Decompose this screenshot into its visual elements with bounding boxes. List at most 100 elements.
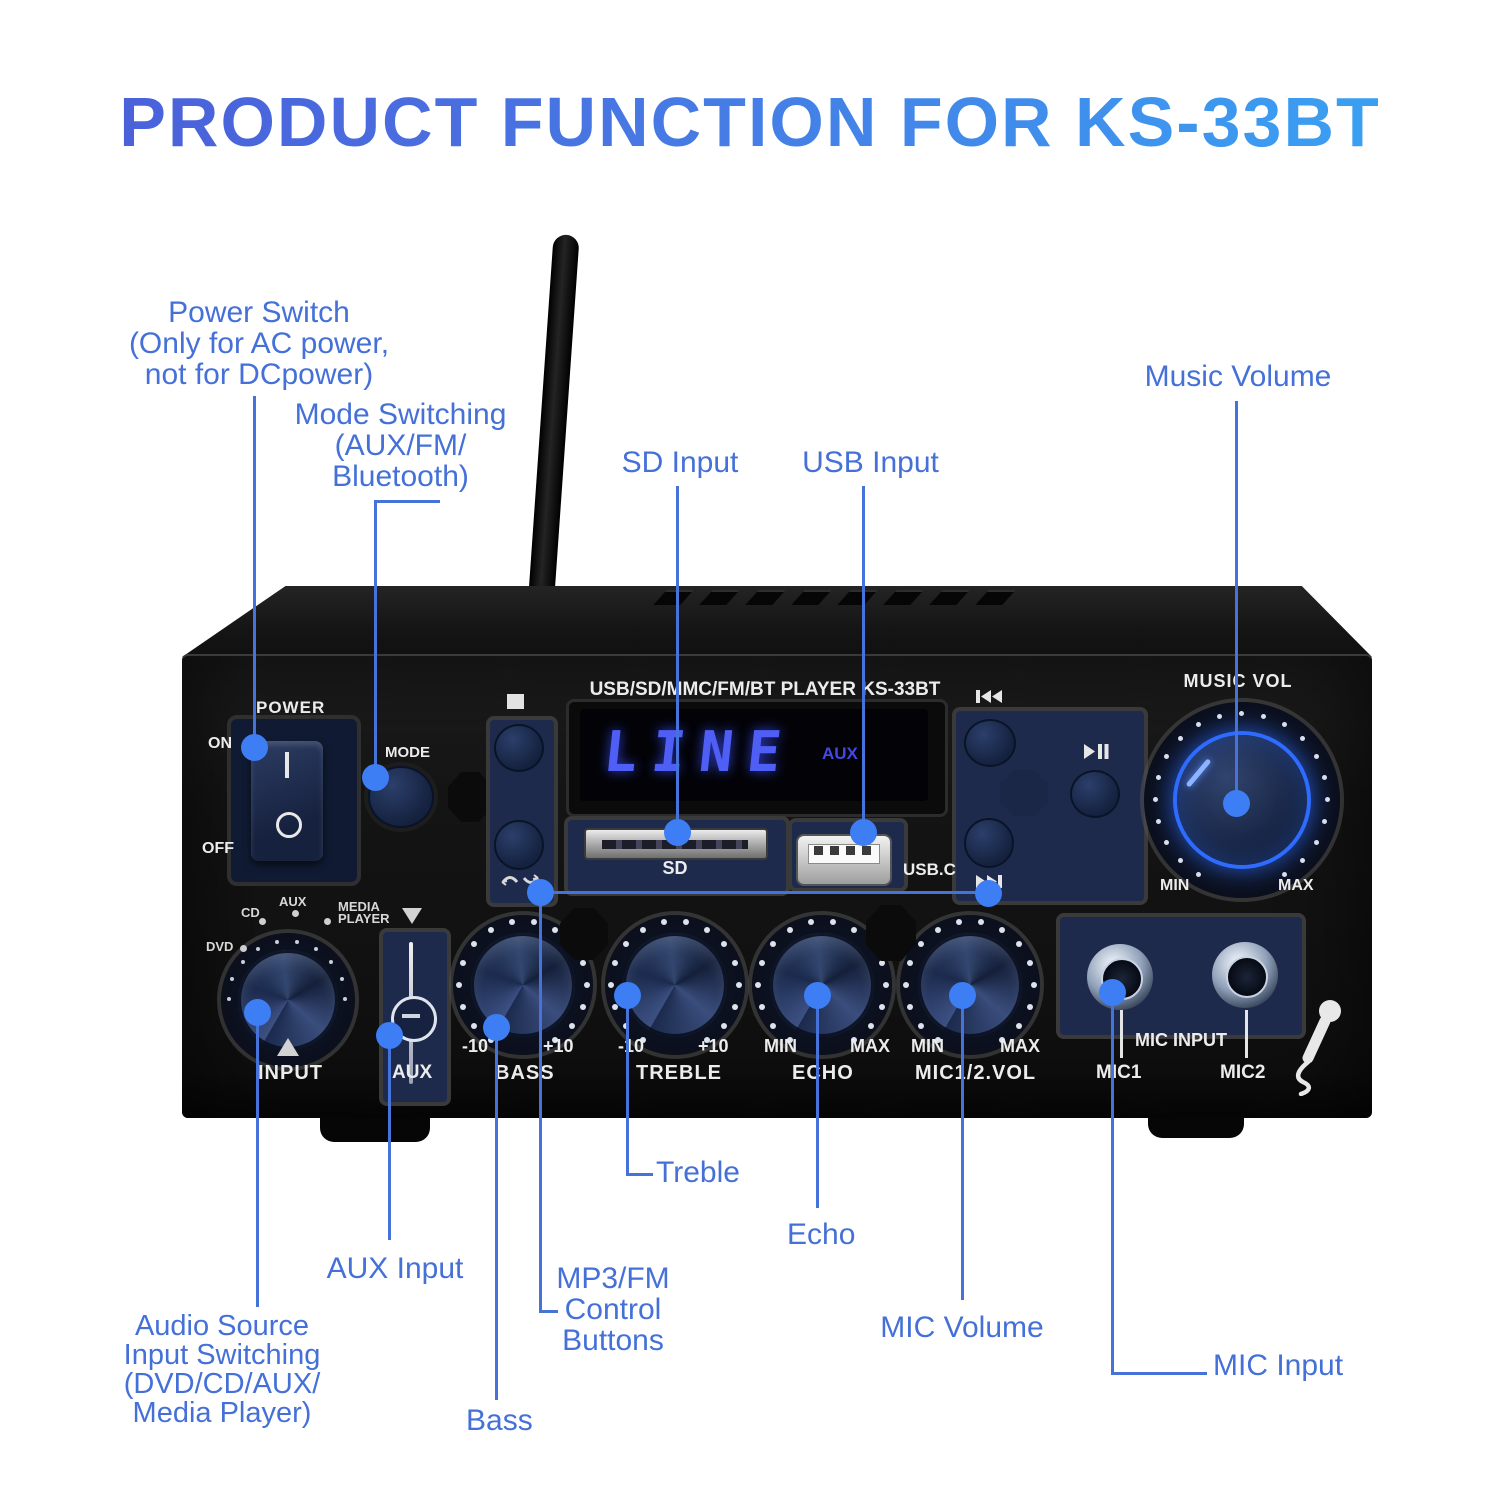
callout-power-switch: Power Switch (Only for AC power, not for… <box>128 296 390 391</box>
mode-label: MODE <box>385 744 430 761</box>
screw-hole <box>866 905 916 961</box>
screw-hole <box>448 772 492 822</box>
mic2-tick <box>1245 1010 1248 1058</box>
next-track-button <box>964 818 1014 868</box>
callout-line-power <box>253 396 256 748</box>
display-value: LINE <box>600 720 799 785</box>
mic-vol-label: MIC1/2.VOL <box>915 1062 1037 1084</box>
center-button <box>1000 770 1048 816</box>
callout-line-echo <box>816 996 819 1208</box>
callout-dot-mp3-left <box>527 879 554 906</box>
callout-dot-music-volume <box>1223 790 1250 817</box>
screw-hole <box>560 908 608 960</box>
source-cd-dot <box>259 918 266 925</box>
callout-line-audio-source <box>256 1013 259 1307</box>
power-label: POWER <box>256 698 326 717</box>
callout-line-treble-h <box>626 1173 653 1176</box>
echo-min: MIN <box>764 1036 797 1056</box>
callout-dot-mode <box>362 764 389 791</box>
power-off-label: OFF <box>202 840 234 857</box>
bluetooth-antenna <box>527 234 580 617</box>
display-screen <box>580 709 928 801</box>
callout-dot-aux <box>376 1022 403 1049</box>
callout-dot-sd <box>664 819 691 846</box>
play-pause-icon <box>1084 744 1109 759</box>
callout-mode-switching: Mode Switching (AUX/FM/ Bluetooth) <box>294 398 507 493</box>
source-media-player-label: MEDIA PLAYER <box>338 899 390 926</box>
callout-mic-volume: MIC Volume <box>880 1311 1044 1344</box>
callout-usb-input: USB Input <box>802 446 939 479</box>
previous-track-icon <box>976 690 1002 703</box>
usbc-label: USB.C <box>903 860 956 879</box>
callout-aux-input: AUX Input <box>326 1252 464 1285</box>
mic-input-label: MIC INPUT <box>1135 1030 1227 1050</box>
treble-min: -10 <box>618 1036 645 1056</box>
callout-line-mic-input-v <box>1111 993 1114 1375</box>
callout-sd-input: SD Input <box>621 446 739 479</box>
callout-line-mp3-top <box>541 891 989 894</box>
input-pointer-triangle <box>277 1038 299 1056</box>
page-title: PRODUCT FUNCTION FOR KS-33BT <box>0 82 1500 162</box>
callout-dot-echo <box>804 982 831 1009</box>
callout-line-usb <box>862 486 865 833</box>
treble-max: +10 <box>698 1036 729 1056</box>
mic2-label: MIC2 <box>1220 1062 1266 1083</box>
callout-line-aux <box>388 1036 391 1240</box>
callout-line-bass <box>495 1028 498 1400</box>
callout-dot-treble <box>614 982 641 1009</box>
usb-contacts <box>814 846 872 855</box>
callout-treble: Treble <box>656 1156 740 1189</box>
callout-mic-input: MIC Input <box>1213 1349 1344 1382</box>
callout-audio-source: Audio Source Input Switching (DVD/CD/AUX… <box>123 1310 321 1429</box>
microphone-icon <box>1295 1000 1341 1096</box>
display-aux-badge: AUX <box>822 744 858 763</box>
callout-bass: Bass <box>466 1404 533 1437</box>
play-pause-button <box>1070 770 1120 818</box>
callout-line-mic-input-h <box>1111 1372 1207 1375</box>
music-vol-min: MIN <box>1160 877 1190 894</box>
treble-knob <box>623 933 727 1037</box>
callout-dot-power <box>241 734 268 761</box>
callout-line-treble-v <box>626 996 629 1176</box>
callout-mp3-fm-control: MP3/FM Control Buttons <box>556 1262 670 1357</box>
aux-slider-knob-line <box>402 1014 420 1018</box>
music-vol-max: MAX <box>1278 877 1314 894</box>
bass-min: -10 <box>462 1036 489 1056</box>
callout-dot-mic1 <box>1099 979 1126 1006</box>
treble-label: TREBLE <box>636 1062 722 1084</box>
echo-label: ECHO <box>792 1062 854 1084</box>
source-aux-dot <box>292 910 299 917</box>
source-dvd-dot <box>240 945 247 952</box>
input-label: INPUT <box>258 1062 323 1084</box>
bass-label: BASS <box>495 1062 555 1084</box>
callout-music-volume: Music Volume <box>1144 360 1332 393</box>
callout-dot-usb <box>850 819 877 846</box>
callout-line-mp3-bottom <box>539 1310 558 1313</box>
mic-vol-max: MAX <box>1000 1036 1040 1056</box>
callout-dot-mp3-right <box>975 880 1002 907</box>
stop-icon <box>507 694 524 709</box>
mic-vol-min: MIN <box>911 1036 944 1056</box>
mic2-jack-hole <box>1226 956 1268 998</box>
mic1-label: MIC1 <box>1096 1062 1142 1083</box>
callout-echo: Echo <box>787 1218 856 1251</box>
callout-line-mode-v <box>374 500 377 778</box>
bass-max: +10 <box>543 1036 574 1056</box>
previous-track-button <box>964 719 1016 767</box>
source-media-dot <box>324 918 331 925</box>
aux-slider-triangle <box>402 908 422 924</box>
sd-label: SD <box>662 858 688 878</box>
aux-slider-label: AUX <box>392 1062 433 1083</box>
callout-dot-bass <box>483 1014 510 1041</box>
source-cd-label: CD <box>241 905 260 920</box>
source-aux-label: AUX <box>279 894 307 909</box>
callout-dot-mic-volume <box>949 982 976 1009</box>
callout-line-sd <box>676 486 679 833</box>
source-dvd-label: DVD <box>206 939 234 954</box>
callout-line-mic-volume <box>961 996 964 1300</box>
mp3-fm-button-bottom <box>494 820 544 870</box>
callout-dot-input <box>244 999 271 1026</box>
player-title: USB/SD/MMC/FM/BT PLAYER KS-33BT <box>589 679 941 700</box>
echo-max: MAX <box>850 1036 890 1056</box>
